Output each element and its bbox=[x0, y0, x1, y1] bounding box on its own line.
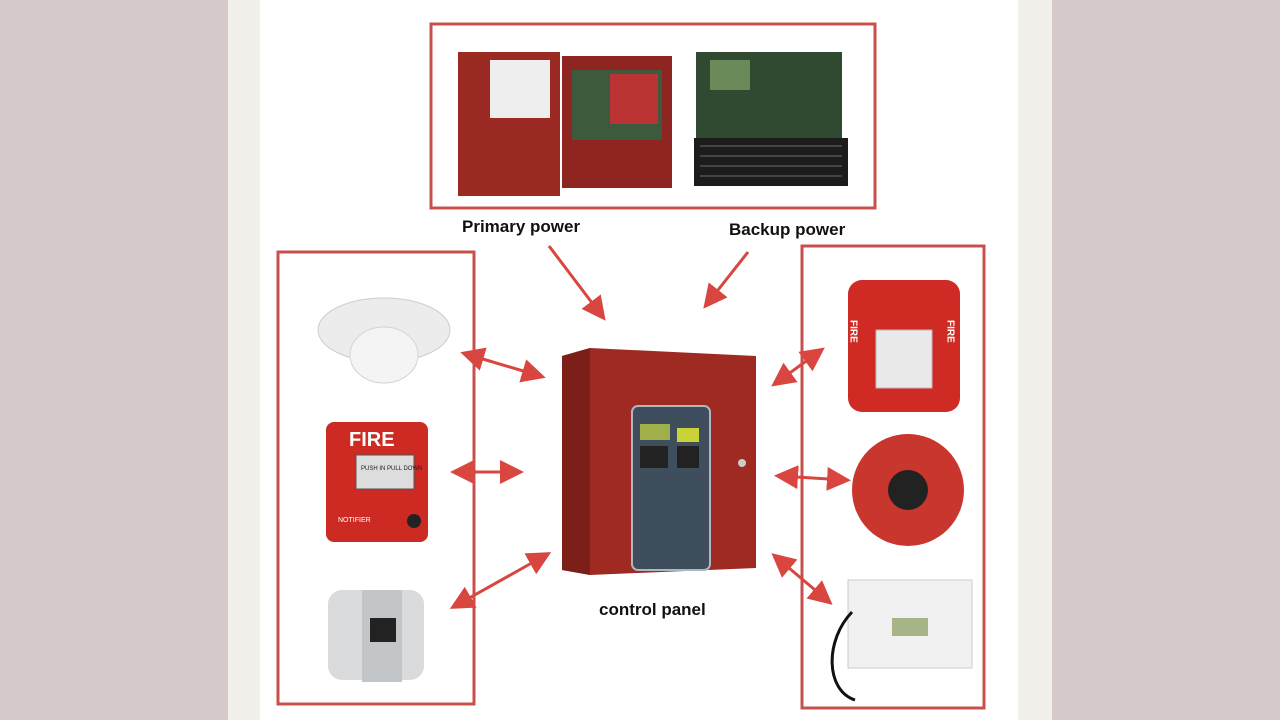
fire-bell bbox=[852, 434, 964, 546]
manual-pull-station: FIRE PUSH IN PULL DOWN NOTIFIER bbox=[326, 422, 428, 542]
pull-station-brand: NOTIFIER bbox=[338, 517, 371, 524]
primary-power-arrow bbox=[547, 245, 606, 321]
voice-station-arrow bbox=[771, 553, 833, 605]
initiating-devices-box: FIRE PUSH IN PULL DOWN NOTIFIER bbox=[276, 250, 476, 706]
strobe-side-label-right: FIRE bbox=[945, 320, 956, 343]
primary-power-cabinet bbox=[458, 52, 672, 196]
flame-detector bbox=[328, 590, 424, 682]
power-supply-box bbox=[429, 22, 877, 210]
notification-devices-box: FIRE FIRE bbox=[800, 244, 986, 710]
fire-bell-arrow bbox=[774, 465, 851, 491]
control-panel-label: control panel bbox=[599, 600, 706, 619]
pull-station-title: FIRE bbox=[349, 429, 395, 451]
control-panel-device bbox=[562, 348, 756, 575]
left-margin-strip bbox=[228, 0, 260, 720]
backup-power-arrow bbox=[703, 251, 750, 309]
emergency-voice-station bbox=[830, 579, 973, 702]
horn-strobe-arrow bbox=[771, 347, 825, 387]
backup-power-board bbox=[694, 52, 848, 186]
pull-station-instruction: PUSH IN PULL DOWN bbox=[361, 466, 422, 472]
smoke-detector bbox=[317, 297, 451, 384]
primary-power-label: Primary power bbox=[462, 217, 580, 236]
strobe-side-label-left: FIRE bbox=[848, 320, 859, 343]
smoke-detector-arrow bbox=[460, 347, 546, 383]
right-margin-strip bbox=[1018, 0, 1052, 720]
flame-detector-arrow bbox=[449, 552, 552, 609]
backup-power-label: Backup power bbox=[729, 220, 846, 239]
horn-strobe: FIRE FIRE bbox=[848, 280, 960, 412]
